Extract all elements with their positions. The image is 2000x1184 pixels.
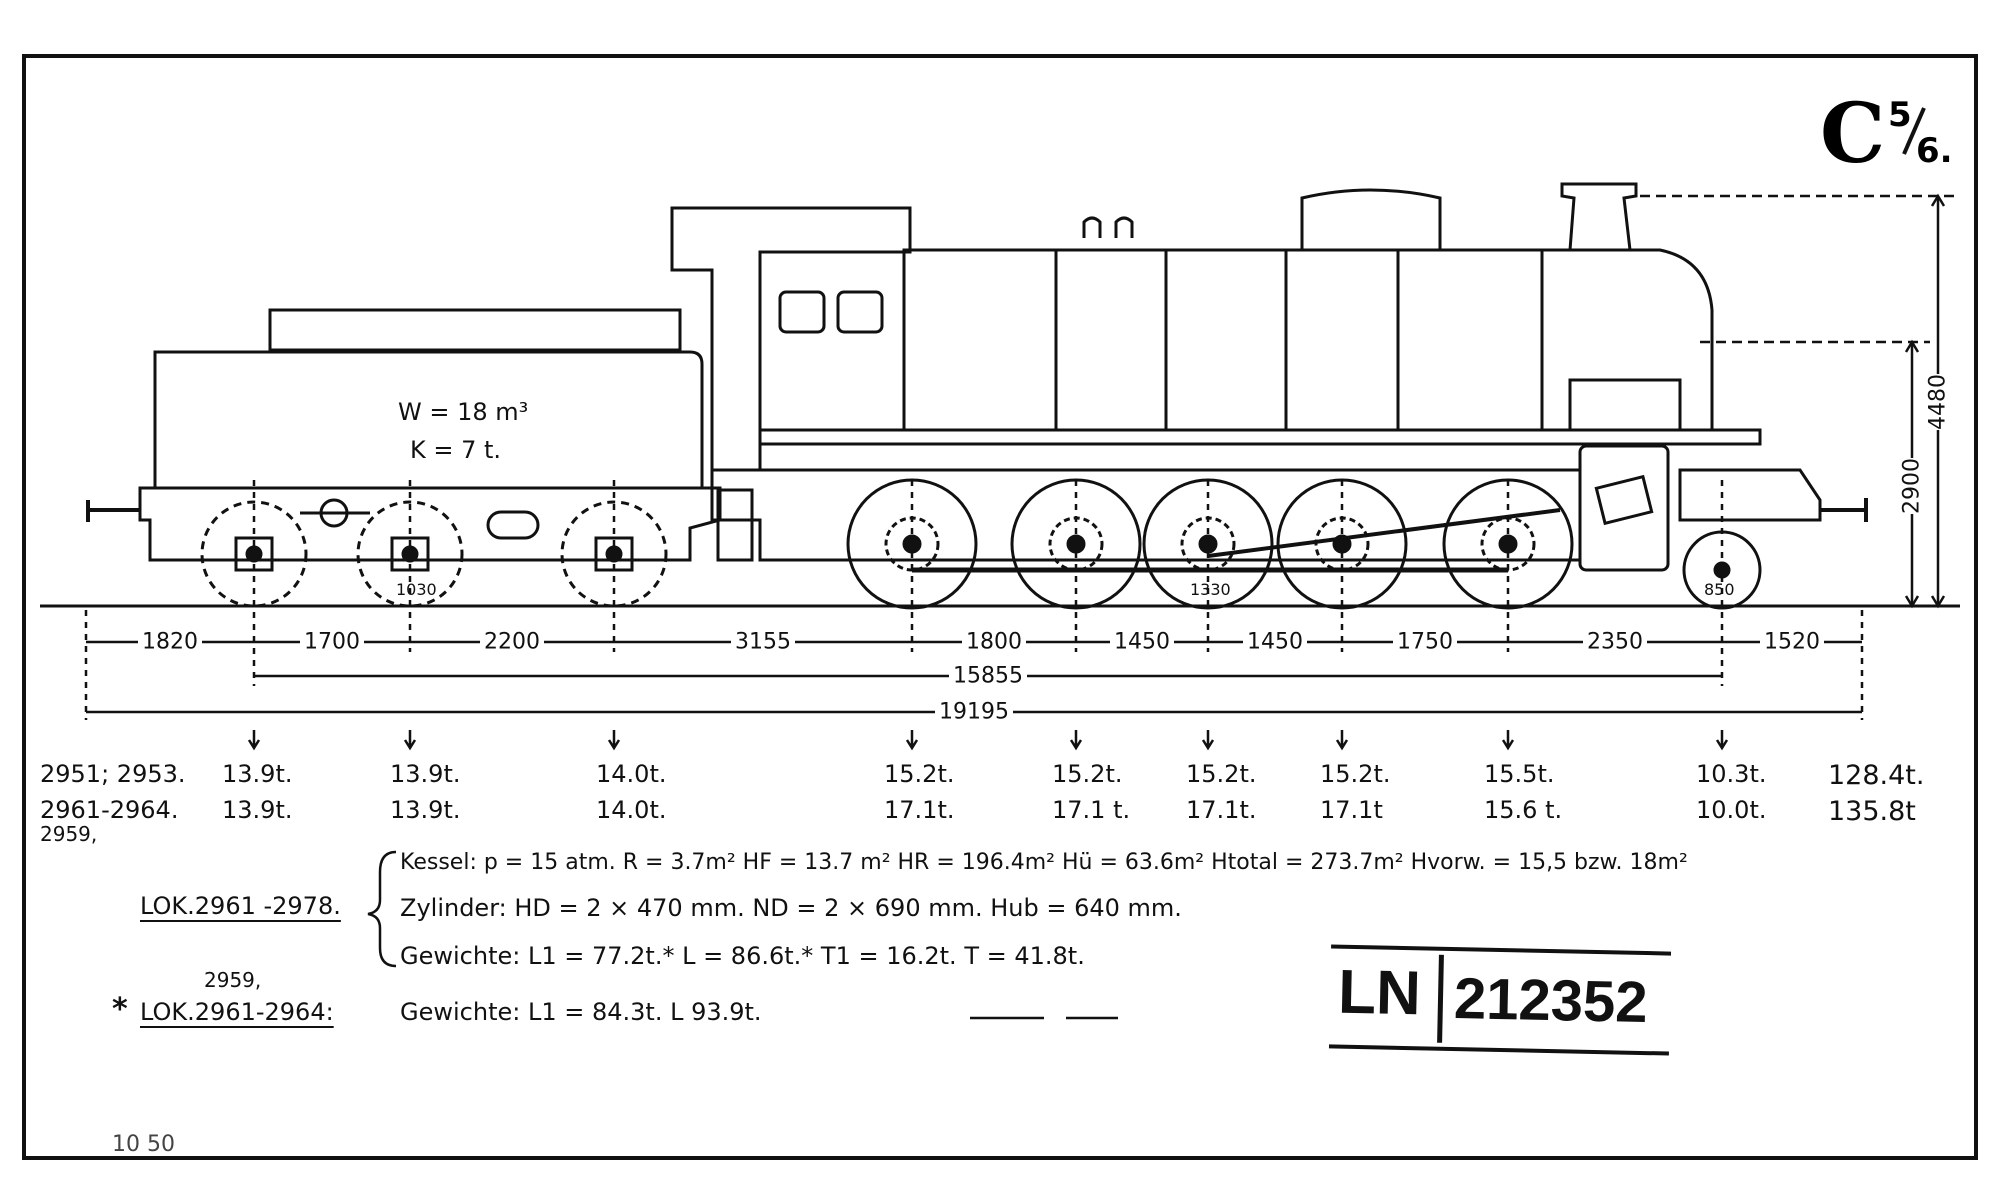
axle-load: 13.9t. (222, 760, 293, 788)
axle-load: 15.2t. (884, 760, 955, 788)
axle-load: 15.6 t. (1484, 796, 1563, 824)
axle-load: 17.1t. (884, 796, 955, 824)
dim-label: 1820 (138, 629, 202, 655)
corner-note: 10 50 (112, 1132, 175, 1157)
lok-a-label: LOK.2961 -2978. (140, 892, 341, 920)
lok-b-label: LOK.2961-2964: (140, 998, 334, 1026)
lok-b-superscript: 2959, (204, 968, 262, 992)
dim-label: 1520 (1760, 629, 1824, 655)
height-total-label: 4480 (1925, 374, 1951, 430)
axle-load: 13.9t. (390, 760, 461, 788)
axle-load: 15.2t. (1052, 760, 1123, 788)
tender-wheel-3 (560, 500, 668, 608)
class-mark-bottom: 6. (1916, 131, 1953, 171)
zylinder-spec: Zylinder: HD = 2 × 470 mm. ND = 2 × 690 … (400, 894, 1182, 922)
axle-load: 15.2t. (1186, 760, 1257, 788)
driving-wheels (846, 478, 1762, 610)
ln-stamp-divider (1437, 954, 1444, 1043)
cab-window-left (778, 290, 826, 334)
axle-load: 14.0t. (596, 760, 667, 788)
axle-load-arrows (247, 730, 1729, 751)
ln-stamp-prefix: LN (1337, 957, 1422, 1029)
axle-load: 17.1t. (1186, 796, 1257, 824)
boiler-axis-label: 2900 (1899, 458, 1925, 514)
pilot-frame (1678, 468, 1822, 522)
dim-label: 1700 (300, 629, 364, 655)
sheet-border (22, 54, 1978, 1160)
leading-wheel-diameter: 850 (1704, 580, 1735, 599)
tender-wheel-diameter: 1030 (396, 580, 437, 599)
tender-tank (153, 350, 704, 490)
axle-load: 13.9t. (222, 796, 293, 824)
firebox-step (716, 488, 754, 562)
dim-label: 3155 (731, 629, 795, 655)
class-mark: C 5 6. (1820, 88, 1953, 178)
tender-wheel-1 (200, 500, 308, 608)
vertical-dimensions (1640, 193, 1960, 609)
boiler (902, 248, 1714, 432)
dim-label: 1450 (1243, 629, 1307, 655)
tender-coal-bunker (268, 308, 682, 352)
tender-frame (138, 486, 722, 562)
main-rod (1207, 508, 1561, 558)
axle-load: 15.5t. (1484, 760, 1555, 788)
tender (86, 308, 722, 562)
tender-oval-hatch (486, 510, 540, 540)
kessel-spec: Kessel: p = 15 atm. R = 3.7m² HF = 13.7 … (400, 850, 1688, 875)
tender-wheel-2 (356, 500, 464, 608)
cylinder-block (1578, 444, 1670, 572)
dim-label: 1750 (1393, 629, 1457, 655)
locomotive-body (670, 182, 1868, 572)
gewichte-a-spec: Gewichte: L1 = 77.2t.* L = 86.6t.* T1 = … (400, 942, 1085, 970)
cab-window-right (836, 290, 884, 334)
ln-stamp-number: 212352 (1453, 966, 1649, 1036)
lok-b-star: * (112, 992, 128, 1027)
overall-length-label: 19195 (935, 699, 1013, 725)
dim-label: 2200 (480, 629, 544, 655)
loads-row1-label: 2951; 2953. (40, 760, 186, 788)
axle-load: 17.1 t. (1052, 796, 1131, 824)
axle-load: 14.0t. (596, 796, 667, 824)
spec-brace (367, 850, 397, 968)
axle-load: 15.2t. (1320, 760, 1391, 788)
safety-valves (1082, 216, 1134, 238)
dim-label: 1800 (962, 629, 1026, 655)
class-mark-letter: C (1820, 88, 1885, 178)
total-load-2: 135.8t (1828, 796, 1916, 827)
gewichte-b-spec: Gewichte: L1 = 84.3t. L 93.9t. (400, 998, 762, 1026)
axle-load: 17.1t (1320, 796, 1383, 824)
total-load-1: 128.4t. (1828, 760, 1925, 791)
axle-load: 13.9t. (390, 796, 461, 824)
chimney (1560, 182, 1638, 251)
dim-label: 2350 (1583, 629, 1647, 655)
wheelbase-label: 15855 (949, 663, 1027, 689)
tender-water-capacity: W = 18 m³ (398, 398, 529, 426)
tender-coal-capacity: K = 7 t. (410, 436, 502, 464)
smokebox-saddle (1568, 378, 1682, 432)
driver-wheel-diameter: 1330 (1190, 580, 1231, 599)
axle-load: 10.0t. (1696, 796, 1767, 824)
loads-row2-sublabel: 2959, (40, 822, 98, 846)
steam-dome (1300, 188, 1442, 250)
ln-stamp: LN 212352 (1328, 944, 1672, 1056)
running-board (758, 428, 1762, 446)
loads-row2-label: 2961-2964. (40, 796, 179, 824)
dim-label: 1450 (1110, 629, 1174, 655)
class-mark-top: 5 (1888, 95, 1912, 135)
axle-load: 10.3t. (1696, 760, 1767, 788)
